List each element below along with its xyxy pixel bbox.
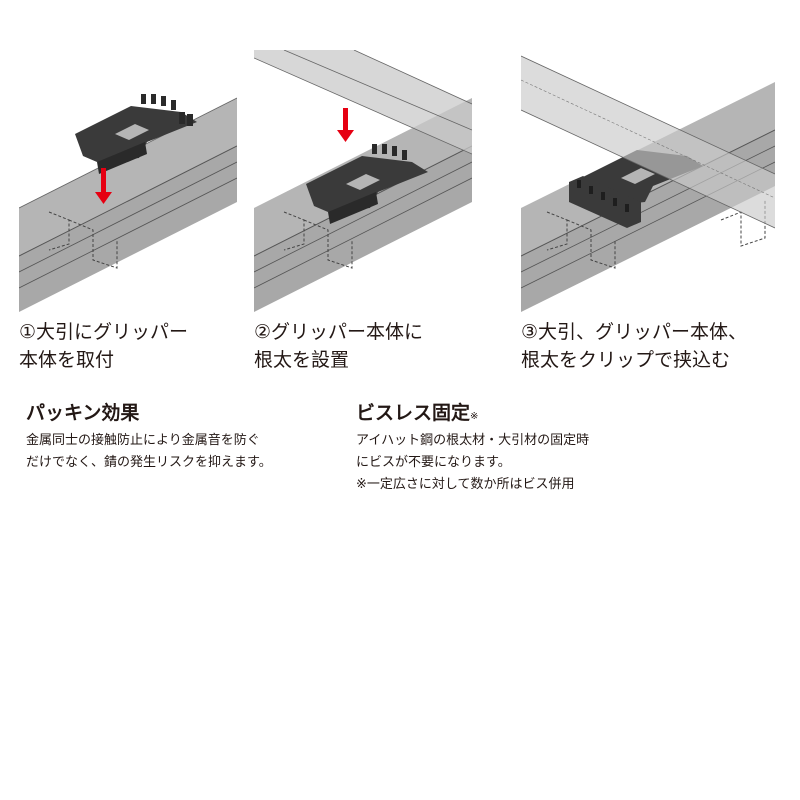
step-2-caption: ②グリッパー本体に 根太を設置 bbox=[254, 321, 424, 371]
step-2-illustration bbox=[254, 50, 472, 312]
step-3-illustration bbox=[521, 50, 775, 312]
step-1-illustration bbox=[19, 50, 237, 312]
joist-top bbox=[254, 50, 472, 154]
screwless-fixing-description: アイハット鋼の根太材・大引材の固定時 にビスが不要になります。 ※一定広さに対し… bbox=[356, 433, 590, 492]
step-1-caption: ①大引にグリッパー 本体を取付 bbox=[19, 321, 189, 371]
sleeper-beam-top bbox=[19, 98, 237, 256]
gripper-body bbox=[306, 144, 428, 224]
packing-effect-title: パッキン効果 bbox=[26, 402, 140, 424]
down-arrow-icon bbox=[337, 108, 354, 142]
sleeper-beam-side bbox=[254, 146, 472, 312]
clip bbox=[569, 176, 641, 228]
note-mark: ※ bbox=[470, 411, 479, 422]
sleeper-beam-side bbox=[19, 146, 237, 312]
screwless-fixing-title: ビスレス固定※ bbox=[356, 402, 479, 424]
down-arrow-icon bbox=[95, 168, 112, 204]
packing-effect-description: 金属同士の接触防止により金属音を防ぐ だけでなく、錆の発生リスクを抑えます。 bbox=[26, 433, 272, 470]
step-3-caption: ③大引、グリッパー本体、 根太をクリップで挟込む bbox=[521, 321, 748, 371]
gripper-body bbox=[75, 94, 197, 174]
joist-top bbox=[521, 56, 775, 228]
